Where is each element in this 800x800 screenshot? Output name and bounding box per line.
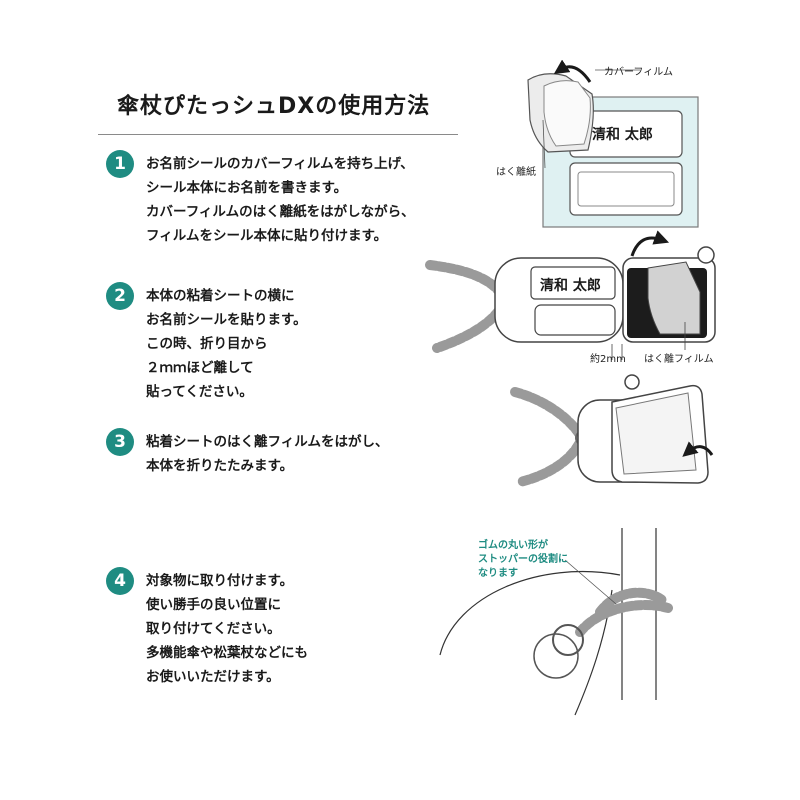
tag-folding-inner (615, 392, 697, 475)
step-4-line: 多機能傘や松葉杖などにも (146, 645, 308, 661)
name-label-bottom (569, 162, 683, 216)
name-text: 清和 太郎 (540, 278, 601, 294)
key-ring-icon (552, 624, 584, 656)
step-2-badge: 2 (106, 282, 134, 310)
attached-illustration (439, 528, 673, 716)
label-sheet-illustration (527, 59, 699, 228)
step-3-line: 本体を折りたたみます。 (146, 458, 294, 474)
leader-line (542, 119, 546, 169)
stopper-note-line: ゴムの丸い形が (478, 540, 548, 551)
name-label (530, 266, 616, 300)
stopper-note: ゴムの丸い形が ストッパーの役割に なります (478, 539, 568, 581)
name-text: 清和 太郎 (592, 127, 653, 143)
folding-tag-illustration (510, 374, 714, 487)
bead-cord-icon (575, 600, 673, 637)
stopper-note-line: なります (478, 568, 518, 579)
tag-hole (697, 246, 715, 264)
gap-label: 約2mm (590, 354, 626, 365)
stopper-note-line: ストッパーの役割に (478, 554, 568, 565)
cover-film-label: カバーフィルム (604, 67, 673, 78)
step-1-badge: 1 (106, 150, 134, 178)
tag-ring (533, 633, 579, 679)
page-title: 傘杖ぴたっシュDXの使用方法 (117, 94, 431, 119)
step-3-badge: 3 (106, 428, 134, 456)
blank-label (534, 304, 616, 336)
open-tag-illustration (425, 230, 716, 360)
name-label-inner (577, 171, 675, 207)
step-4-line: お使いいただけます。 (146, 669, 280, 685)
curved-arrow-icon (553, 59, 592, 83)
step-2-text: 本体の粘着シートの横に お名前シールを貼ります。 この時、折り目から ２ｍｍほど… (146, 284, 307, 404)
step-4-line: 使い勝手の良い位置に (146, 597, 281, 613)
release-paper-label: はく離紙 (496, 167, 536, 178)
step-4-line: 対象物に取り付けます。 (146, 573, 294, 589)
step-1-line: フィルムをシール本体に貼り付けます。 (146, 228, 388, 244)
step-1-text: お名前シールのカバーフィルムを持ち上げ、 シール本体にお名前を書きます。 カバー… (146, 152, 415, 248)
step-1-line: シール本体にお名前を書きます。 (146, 180, 348, 196)
step-1-line: お名前シールのカバーフィルムを持ち上げ、 (146, 156, 414, 172)
curved-arrow-icon (630, 230, 670, 257)
step-2-line: お名前シールを貼ります。 (146, 312, 307, 328)
title-divider (98, 134, 458, 135)
step-2-line: 本体の粘着シートの横に (146, 288, 295, 304)
step-2-line: 貼ってください。 (146, 384, 253, 400)
step-4-line: 取り付けてください。 (146, 621, 281, 637)
bead-cord-icon (595, 587, 667, 617)
step-1-line: カバーフィルムのはく離紙をはがしながら、 (146, 204, 415, 220)
bead-cord-icon (510, 387, 588, 487)
release-paper (543, 80, 591, 147)
bead-cord-icon (425, 260, 511, 353)
tag-hole (624, 374, 640, 390)
step-2-line: この時、折り目から (146, 336, 268, 352)
step-2-line: ２ｍｍほど離して (146, 360, 254, 376)
curved-arrow-icon (682, 441, 714, 457)
leader-line (564, 559, 617, 605)
release-film (647, 261, 701, 335)
step-3-text: 粘着シートのはく離フィルムをはがし、 本体を折りたたみます。 (146, 430, 388, 478)
umbrella-outline (439, 571, 621, 656)
release-film-label: はく離フィルム (644, 354, 714, 365)
step-4-text: 対象物に取り付けます。 使い勝手の良い位置に 取り付けてください。 多機能傘や松… (146, 569, 308, 689)
step-3-line: 粘着シートのはく離フィルムをはがし、 (146, 434, 389, 450)
step-4-badge: 4 (106, 567, 134, 595)
